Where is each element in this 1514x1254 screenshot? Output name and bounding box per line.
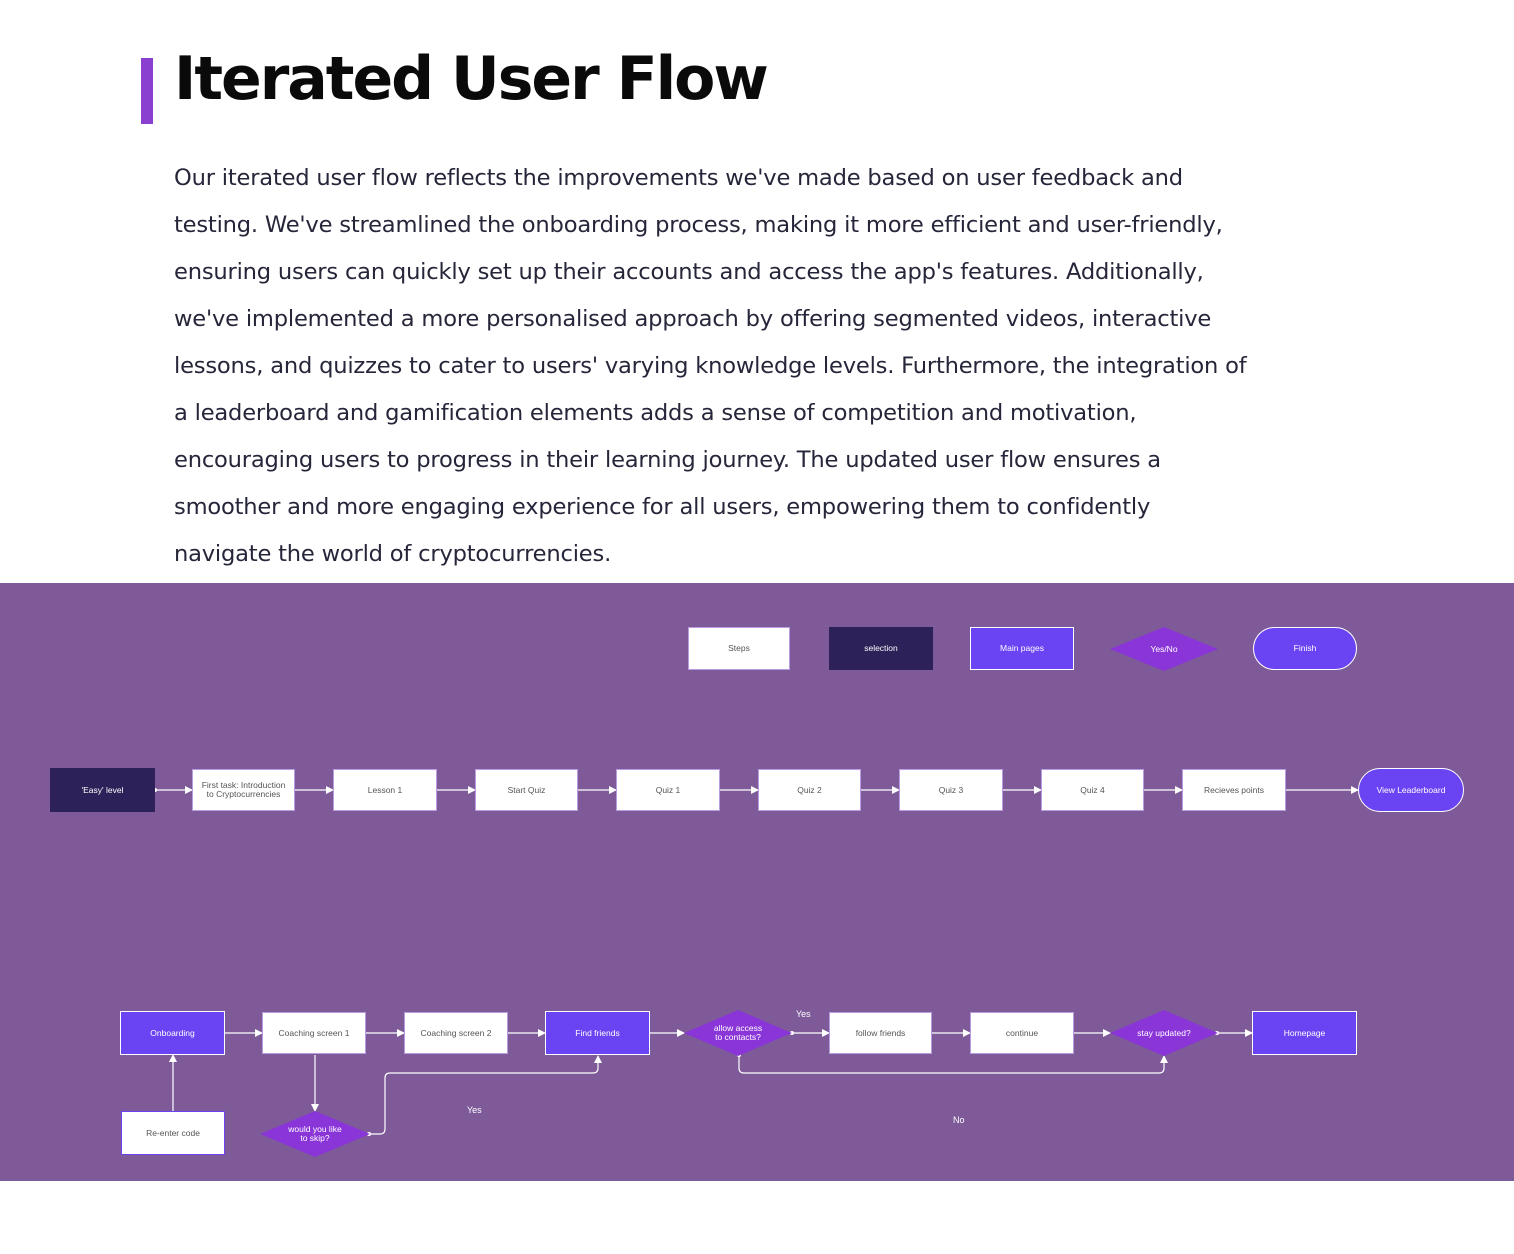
legend-selection: selection (829, 627, 933, 670)
description-line: ensuring users can quickly set up their … (174, 259, 1204, 285)
node-coaching-screen-1: Coaching screen 1 (262, 1012, 366, 1054)
node-quiz-4: Quiz 4 (1041, 769, 1144, 811)
legend-finish: Finish (1253, 627, 1357, 670)
legend-yes-no: Yes/No (1110, 627, 1218, 671)
node-easy-level: 'Easy' level (50, 768, 155, 812)
node-reenter-code: Re-enter code (121, 1111, 225, 1155)
page-title: Iterated User Flow (174, 44, 769, 114)
node-receives-points: Recieves points (1182, 769, 1286, 811)
flow-connectors (153, 786, 1359, 1136)
node-skip-question: would you like to skip? (260, 1111, 370, 1157)
node-quiz-2: Quiz 2 (758, 769, 861, 811)
node-view-leaderboard: View Leaderboard (1358, 768, 1464, 812)
description-line: navigate the world of cryptocurrencies. (174, 541, 612, 567)
connector (738, 1055, 1168, 1074)
description-line: lessons, and quizzes to cater to users' … (174, 353, 1247, 379)
node-start-quiz: Start Quiz (475, 769, 578, 811)
node-quiz-1: Quiz 1 (616, 769, 720, 811)
description-line: we've implemented a more personalised ap… (174, 306, 1212, 332)
node-allow-contacts-label: allow access to contacts? (713, 1023, 763, 1042)
node-follow-friends: follow friends (829, 1012, 932, 1054)
description-line: Our iterated user flow reflects the impr… (174, 165, 1183, 191)
node-onboarding: Onboarding (120, 1011, 225, 1055)
description-line: testing. We've streamlined the onboardin… (174, 212, 1223, 238)
description-line: a leaderboard and gamification elements … (174, 400, 1137, 426)
legend-yes-no-label: Yes/No (1150, 643, 1178, 654)
node-stay-updated: stay updated? (1110, 1010, 1218, 1056)
node-first-task: First task: Introduction to Cryptocurren… (192, 769, 295, 811)
connector (369, 1055, 602, 1135)
edge-label-yes-skip: Yes (467, 1105, 482, 1115)
edge-label-no: No (953, 1115, 965, 1125)
legend-steps: Steps (688, 627, 790, 670)
description-line: smoother and more engaging experience fo… (174, 494, 1151, 520)
edge-label-yes-contacts: Yes (796, 1009, 811, 1019)
user-flow-diagram: Steps selection Main pages Yes/No Finish… (0, 583, 1514, 1181)
title-accent-bar (141, 58, 153, 124)
node-allow-contacts: allow access to contacts? (684, 1010, 792, 1056)
node-homepage: Homepage (1252, 1011, 1357, 1055)
node-quiz-3: Quiz 3 (899, 769, 1003, 811)
node-continue: continue (970, 1012, 1074, 1054)
node-skip-question-label: would you like to skip? (288, 1124, 342, 1143)
node-coaching-screen-2: Coaching screen 2 (404, 1012, 508, 1054)
node-lesson-1: Lesson 1 (333, 769, 437, 811)
node-find-friends: Find friends (545, 1011, 650, 1055)
node-stay-updated-label: stay updated? (1137, 1027, 1191, 1038)
description-paragraph: Our iterated user flow reflects the impr… (174, 155, 1419, 578)
legend-main-pages: Main pages (970, 627, 1074, 670)
description-line: encouraging users to progress in their l… (174, 447, 1161, 473)
